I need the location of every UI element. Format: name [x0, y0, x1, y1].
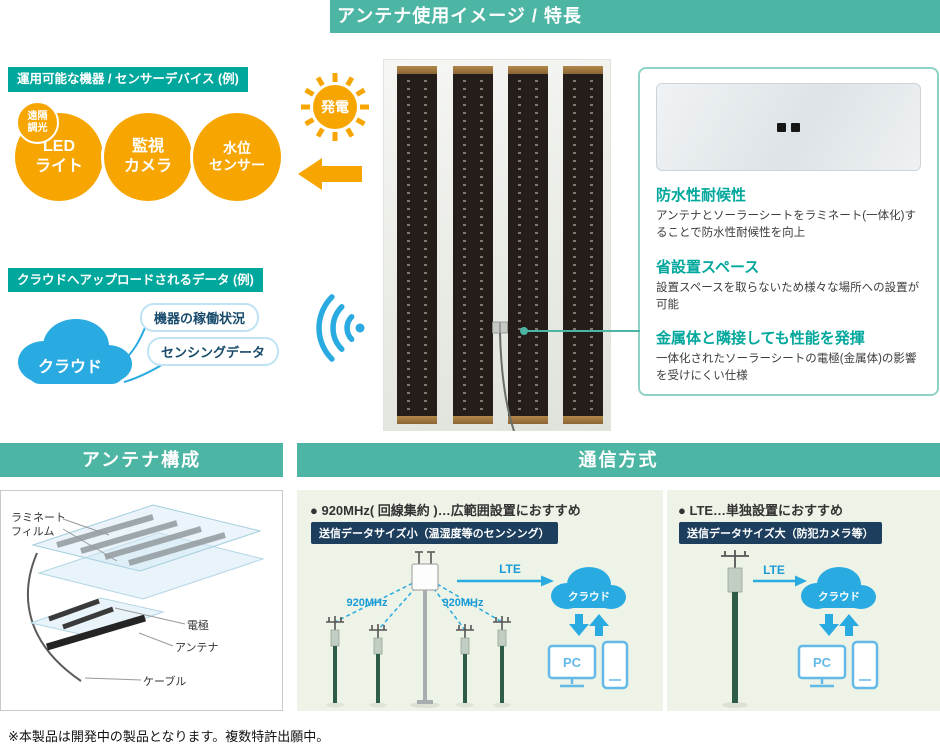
solar-sheet-panel	[563, 66, 603, 424]
cable-connector	[492, 321, 515, 431]
wireless-signal-icon	[303, 288, 369, 368]
development-note: ※本製品は開発中の製品となります。複数特許出願中。	[8, 729, 330, 744]
device-circle-camera-line1: 監視	[131, 138, 164, 155]
device-circle-water-sensor: 水位 センサー	[190, 110, 284, 204]
cloud-label-920: クラウド	[568, 591, 610, 603]
solar-sheet-panel	[508, 66, 548, 424]
feature-desc-metal: 一体化されたソーラーシートの電極(金属体)の影響を受けにくい仕様	[656, 353, 917, 383]
lte-label: LTE	[499, 562, 521, 576]
arrow-down-icon	[569, 614, 589, 636]
antenna-chip	[777, 123, 786, 132]
electrode-label: 電極	[187, 620, 209, 632]
tag-lte: 送信データサイズ大（防犯カメラ等）	[679, 522, 882, 544]
arrow-left-icon	[298, 155, 362, 193]
cable-line	[26, 552, 82, 682]
divider	[663, 490, 667, 711]
remote-dimming-badge: 遠隔 調光	[16, 101, 59, 144]
device-circle-camera: 監視 カメラ	[101, 110, 195, 204]
antenna-chip	[791, 123, 800, 132]
sensor-antenna-icon	[456, 624, 474, 703]
data-tag-sensing-data: センシングデータ	[147, 337, 280, 366]
feature-desc-waterproof: アンテナとソーラーシートをラミネート(一体化)することで防水性耐候性を向上	[656, 210, 916, 240]
cloud-label: クラウド	[38, 358, 102, 376]
feature-box: 防水性耐候性 アンテナとソーラーシートをラミネート(一体化)することで防水性耐候…	[638, 67, 939, 396]
gateway-antenna-icon	[411, 551, 439, 704]
laminated-antenna-image	[656, 83, 921, 171]
antenna-label: アンテナ	[175, 642, 219, 654]
feature-title-metal: 金属体と隣接しても性能を発揮	[656, 330, 865, 347]
antenna-strip	[46, 614, 146, 651]
sensor-antenna-icon	[369, 624, 387, 703]
cloud-icon: クラウド	[4, 300, 142, 396]
feature-pointer-line	[527, 330, 640, 332]
pc-label-920: PC	[563, 655, 582, 670]
diagram-920mhz: 920MHz 920MHz LTE クラウド PC	[326, 551, 629, 708]
device-circle-led-line1: LED	[43, 138, 75, 155]
power-generation-label: 発電	[320, 99, 349, 115]
feature-title-space: 省設置スペース	[656, 258, 760, 276]
heading-lte: ● LTE…単独設置におすすめ	[678, 503, 844, 518]
device-circle-camera-line2: カメラ	[123, 158, 172, 175]
arrow-right-icon	[795, 575, 807, 587]
diagram-lte: LTE クラウド PC	[721, 550, 879, 708]
composition-section-header: アンテナ構成	[0, 443, 283, 477]
sensor-antenna-icon	[493, 616, 511, 703]
lte-antenna-icon	[721, 550, 749, 703]
arrow-up-icon	[589, 614, 609, 636]
cloud-label-lte: クラウド	[818, 591, 860, 603]
sensor-antenna-icon	[326, 616, 344, 703]
smartphone-icon-lte	[851, 640, 879, 690]
devices-label: 運用可能な機器 / センサーデバイス (例)	[8, 67, 248, 92]
layer-diagram	[26, 504, 265, 682]
device-circle-water-line2: センサー	[209, 157, 265, 173]
page-title: アンテナ使用イメージ / 特長	[337, 6, 582, 26]
usage-section-header: アンテナ使用イメージ / 特長	[330, 0, 940, 33]
heading-920mhz: ● 920MHz( 回線集約 )…広範囲設置におすすめ	[310, 503, 581, 518]
arrow-right-icon	[541, 575, 554, 587]
arrow-down-icon	[819, 614, 839, 636]
device-circle-water-line1: 水位	[223, 139, 251, 156]
tag-920mhz: 送信データサイズ小（温湿度等のセンシング）	[311, 522, 558, 544]
pc-icon-920: PC	[547, 644, 597, 688]
feature-desc-space: 設置スペースを取らないため様々な場所への設置が可能	[656, 281, 920, 311]
laminate-film-label: ラミネート フィルム	[11, 512, 66, 539]
comms-diagram: ● 920MHz( 回線集約 )…広範囲設置におすすめ 送信データサイズ小（温湿…	[297, 490, 940, 711]
pc-label-lte: PC	[813, 655, 832, 670]
electrode-strips	[48, 598, 114, 630]
solar-sheet-panel	[453, 66, 493, 424]
cable-label: ケーブル	[143, 676, 187, 688]
sun-icon: 発電	[300, 72, 370, 142]
device-circle-led-line2: ライト	[34, 158, 83, 175]
product-photo	[383, 59, 611, 431]
freq-label-right: 920MHz	[443, 597, 484, 609]
comms-section-header: 通信方式	[297, 443, 940, 477]
composition-diagram: ラミネート フィルム 電極 アンテナ ケーブル	[0, 490, 283, 711]
solar-sheet-panel	[397, 66, 437, 424]
lte-label: LTE	[763, 563, 785, 577]
cloud-icon-lte: クラウド	[801, 567, 876, 609]
cloud-data-label: クラウドへアップロードされるデータ (例)	[8, 268, 263, 292]
smartphone-icon-920	[601, 640, 629, 690]
freq-label-left: 920MHz	[347, 597, 388, 609]
cloud-icon-920: クラウド	[551, 567, 626, 609]
arrow-up-icon	[839, 614, 859, 636]
data-tag-device-status: 機器の稼働状況	[140, 303, 260, 332]
pc-icon-lte: PC	[797, 644, 847, 688]
feature-title-waterproof: 防水性耐候性	[656, 187, 747, 204]
feature-pointer-dot	[520, 327, 528, 335]
